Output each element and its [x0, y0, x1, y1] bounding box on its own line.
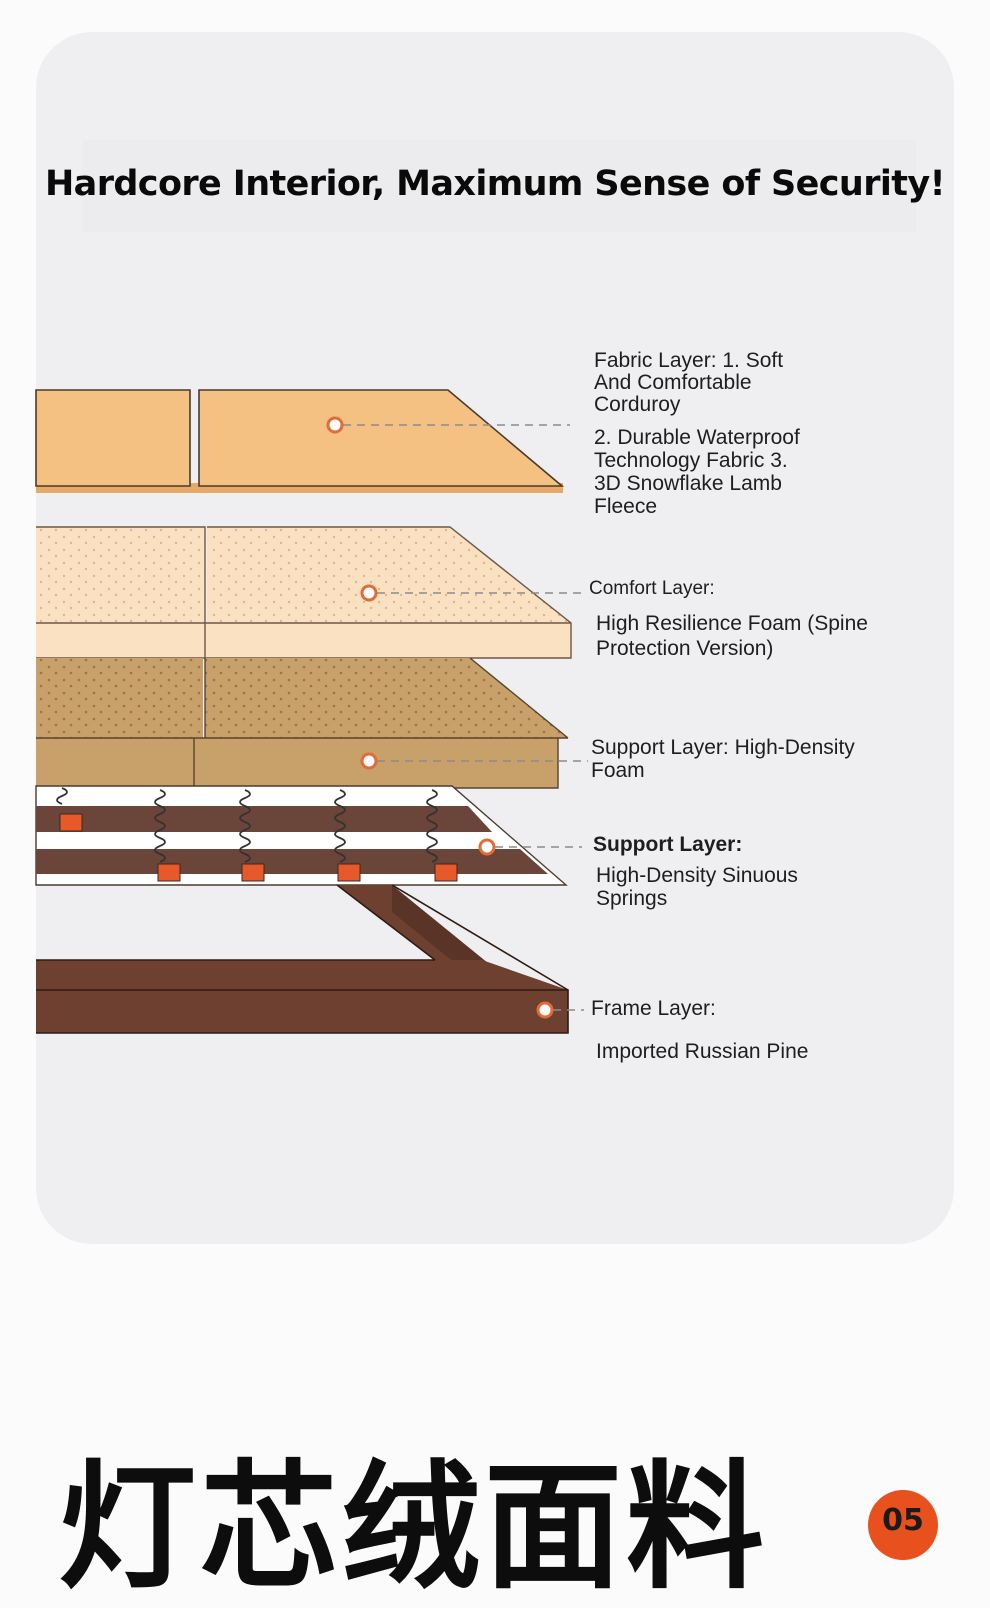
marker-comfort [360, 584, 378, 602]
spring-clip [157, 863, 181, 882]
frame-front [36, 990, 568, 1033]
leader-lines [343, 424, 588, 1011]
frame-outline [36, 884, 569, 1034]
comfort-layer-detail: High Resilience Foam (Spine Protection V… [596, 612, 868, 660]
support-foam-heading: Support Layer: High-Density Foam [591, 736, 855, 782]
marker-springs [478, 838, 496, 856]
foam-texture [36, 658, 568, 738]
label-comfort-layer: Comfort Layer: High Resilience Foam (Spi… [589, 578, 868, 661]
sinuous-springs [56, 787, 438, 863]
fabric-outline [35, 389, 565, 487]
spring-clip [241, 863, 265, 882]
fabric-layer [35, 389, 565, 493]
support-springs-detail: High-Density Sinuous Springs [596, 864, 798, 910]
layer-diagram [35, 389, 588, 1034]
spring-bar-bottom [36, 849, 548, 874]
label-frame-layer: Frame Layer: Imported Russian Pine [591, 997, 809, 1064]
fabric-panel-left [36, 390, 190, 486]
spring-bar-top [36, 806, 492, 832]
spring-layer [35, 785, 568, 886]
comfort-layer [36, 526, 572, 659]
foam-layer-side [36, 738, 558, 788]
section-number-badge: 05 [868, 1490, 938, 1560]
spring-coil [426, 789, 438, 863]
spring-coil [154, 789, 166, 863]
markers [326, 416, 554, 1019]
comfort-outline [36, 526, 572, 659]
frame-top [36, 960, 568, 990]
page-heading: Hardcore Interior, Maximum Sense of Secu… [44, 164, 946, 204]
support-foam-layer [36, 657, 569, 789]
fabric-layer-edge [36, 483, 563, 493]
spring-coil [239, 789, 251, 863]
spring-clip [59, 813, 83, 832]
marker-fabric [326, 416, 344, 434]
fabric-layer-heading: Fabric Layer: 1. Soft And Comfortable Co… [594, 349, 784, 416]
fabric-panel-right [199, 390, 562, 486]
spring-coil [334, 789, 346, 863]
frame-layer [36, 884, 569, 1034]
label-support-springs-layer: Support Layer: High-Density Sinuous Spri… [593, 833, 798, 911]
frame-layer-heading: Frame Layer: [591, 997, 716, 1020]
marker-frame [536, 1001, 554, 1019]
comfort-layer-heading: Comfort Layer: [589, 578, 715, 599]
comfort-layer-side [36, 623, 571, 658]
comfort-texture [36, 527, 571, 623]
label-fabric-layer: Fabric Layer: 1. Soft And Comfortable Co… [594, 349, 800, 519]
spring-coil [56, 787, 68, 805]
chinese-section-title: 灯芯绒面料 [58, 1447, 769, 1608]
frame-diagonal-side [392, 885, 515, 985]
marker-support-foam [360, 752, 378, 770]
frame-layer-detail: Imported Russian Pine [596, 1040, 809, 1063]
spring-clip [434, 863, 458, 882]
title-band [82, 140, 916, 232]
foam-outline [36, 657, 569, 789]
fabric-layer-detail: 2. Durable Waterproof Technology Fabric … [594, 426, 800, 518]
support-springs-heading: Support Layer: [593, 833, 743, 856]
label-support-foam-layer: Support Layer: High-Density Foam [591, 736, 855, 782]
spring-clip [337, 863, 361, 882]
